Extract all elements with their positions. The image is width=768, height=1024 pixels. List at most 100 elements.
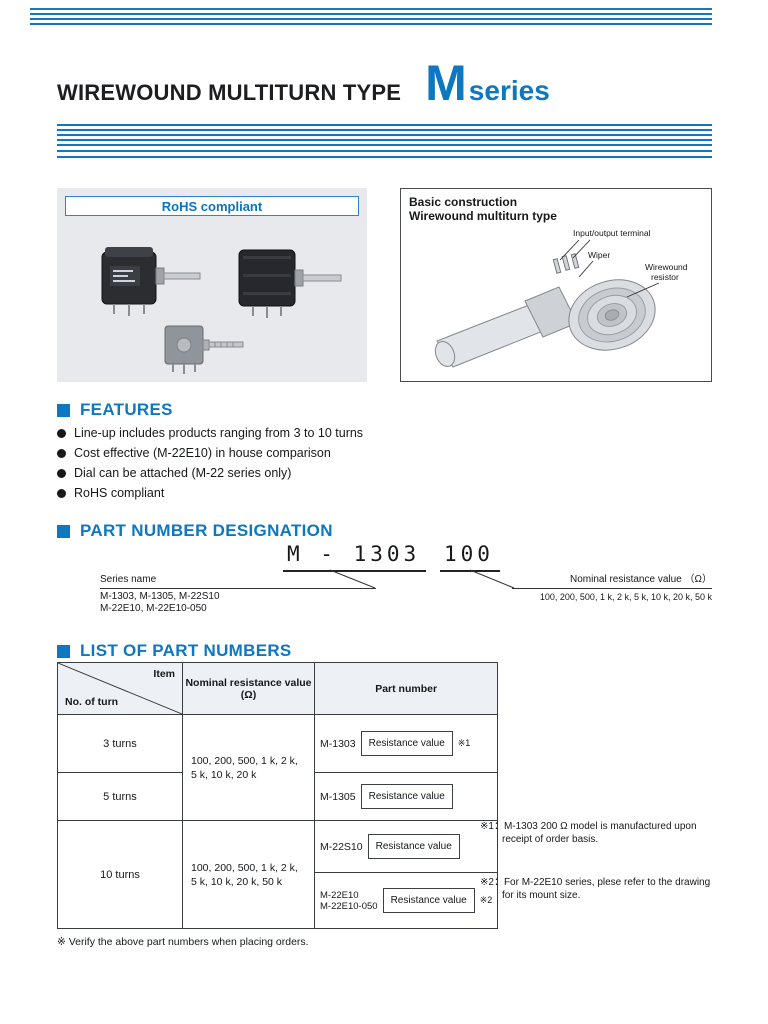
cell-resistance-10: 100, 200, 500, 1 k, 2 k, 5 k, 10 k, 20 k… [182,820,315,929]
product-photos [101,247,342,374]
stripe [30,23,712,25]
stripe [30,18,712,20]
part-cell: M-1303 Resistance value ※1 [315,731,497,756]
table-row: M-22E10 M-22E10-050 Resistance value ※2 [58,872,499,929]
construction-subtitle: Wirewound multiturn type [409,209,557,223]
designation-heading-label: PART NUMBER DESIGNATION [80,521,333,540]
feature-text: Line-up includes products ranging from 3… [74,426,364,440]
header-resistance: Nominal resistance value (Ω) [182,662,315,715]
construction-title: Basic construction [409,195,518,209]
feature-text: Dial can be attached (M-22 series only) [74,466,292,480]
footnote-1-text: M-1303 200 Ω model is manufactured upon … [502,821,697,845]
part-number-code-series: M - 1303 [283,541,427,572]
list-item: Dial can be attached (M-22 series only) [57,466,363,480]
resistance-value-block: Nominal resistance value （Ω） 100, 200, 5… [512,574,712,603]
cell-part-m22e10: M-22E10 M-22E10-050 Resistance value ※2 [313,872,499,929]
bullet-icon [57,428,66,438]
resistance-values: 100, 200, 500, 1 k, 2 k, 5 k, 10 k, 20 k… [539,592,712,602]
table-header-corner: Item No. of turn [57,662,183,715]
part-numbers-table: Item No. of turn Nominal resistance valu… [57,662,499,929]
label-input-output-terminal: Input/output terminal [573,228,651,238]
stripe [30,8,712,10]
section-square-icon [57,644,70,658]
cell-part-m1303: M-1303 Resistance value ※1 [313,714,499,773]
product-photo-right [238,249,342,318]
part-number-code-resistance: 100 [440,541,500,572]
footnote-2-ref: ※2： [480,877,504,888]
stripe [30,13,712,15]
features-heading: FEATURES [57,400,173,420]
stripe [57,150,712,152]
part-name-line1: M-22E10 [320,889,359,901]
footnote-2: ※2：For M-22E10 series, plese refer to th… [480,876,720,902]
series-name-label: Series name [100,574,157,585]
part-cell: M-1305 Resistance value [315,784,497,809]
product-photo-left [101,247,201,316]
part-cell: M-22S10 Resistance value [315,834,497,859]
stripe [57,124,712,126]
resistance-label: Nominal resistance value （Ω） [570,574,712,585]
page-title: WIREWOUND MULTITURN TYPE [57,80,402,105]
section-square-icon [57,524,70,538]
header-item: Item [153,668,175,680]
cell-turn-3: 3 turns [57,714,183,773]
table-row: 5 turns M-1305 Resistance value [57,772,499,821]
part-name: M-1305 [320,790,356,803]
features-list: Line-up includes products ranging from 3… [57,426,363,506]
cell-part-m22s10: M-22S10 Resistance value [313,820,499,873]
cell-turn-5: 5 turns [57,772,183,821]
footnote-ref-2: ※2 [479,895,493,905]
table-row: 10 turns 100, 200, 500, 1 k, 2 k, 5 k, 1… [57,820,499,929]
header-no-of-turn: No. of turn [65,696,119,708]
resistance-value-box: Resistance value [360,731,453,756]
part-name: M-22E10 M-22E10-050 [320,890,378,912]
series-word: series [468,75,550,106]
header-part-number: Part number [313,662,499,715]
stripe [57,156,712,158]
stripe [57,144,712,146]
part-name: M-1303 [320,737,356,750]
bottom-note: ※ Verify the above part numbers when pla… [57,936,309,948]
diagonal-divider [58,663,182,714]
list-item: RoHS compliant [57,486,363,500]
series-letter: M [425,55,467,111]
stripe [57,139,712,141]
designation-heading: PART NUMBER DESIGNATION [57,521,333,541]
series-values-line1: M-1303, M-1305, M-22S10 [100,591,220,602]
table-header-row: Item No. of turn Nominal resistance valu… [57,662,499,715]
feature-text: Cost effective (M-22E10) in house compar… [74,446,331,460]
table-row: 3 turns 100, 200, 500, 1 k, 2 k, 5 k, 10… [57,714,499,821]
resistance-rule [512,588,712,589]
part-cell: M-22E10 M-22E10-050 Resistance value ※2 [315,888,497,913]
feature-text: RoHS compliant [74,486,165,500]
label-resistor: resistor [651,272,679,282]
list-item: Line-up includes products ranging from 3… [57,426,363,440]
series-rule [100,588,376,589]
construction-panel: Basic construction Wirewound multiturn t… [400,188,712,382]
list-item: Cost effective (M-22E10) in house compar… [57,446,363,460]
label-wirewound: Wirewound [645,262,688,272]
stripe [57,134,712,136]
product-photo-small [164,325,244,374]
series-values-line2: M-22E10, M-22E10-050 [100,603,207,614]
part-name-line2: M-22E10-050 [320,900,378,912]
part-numbers-heading-label: LIST OF PART NUMBERS [80,641,292,660]
footnote-ref-1: ※1 [457,738,471,748]
page-header: WIREWOUND MULTITURN TYPE M series [57,58,717,108]
cell-turn-10: 10 turns [57,820,183,929]
bullet-icon [57,488,66,498]
rohs-compliant-badge: RoHS compliant [65,196,359,216]
features-heading-label: FEATURES [80,400,173,419]
label-wiper: Wiper [588,250,610,260]
resistance-value-box: Resistance value [382,888,475,913]
resistance-value-box: Resistance value [360,784,453,809]
cell-part-m1305: M-1305 Resistance value [313,772,499,821]
part-name: M-22S10 [320,840,363,853]
footnote-1-ref: ※1： [480,821,504,832]
part-numbers-heading: LIST OF PART NUMBERS [57,641,292,661]
construction-drawing: Input/output terminal Wiper Wirewound re… [434,228,688,368]
cell-resistance-3-5: 100, 200, 500, 1 k, 2 k, 5 k, 10 k, 20 k [182,714,315,821]
footnote-2-text: For M-22E10 series, plese refer to the d… [502,877,711,901]
bullet-icon [57,448,66,458]
resistance-value-box: Resistance value [367,834,460,859]
